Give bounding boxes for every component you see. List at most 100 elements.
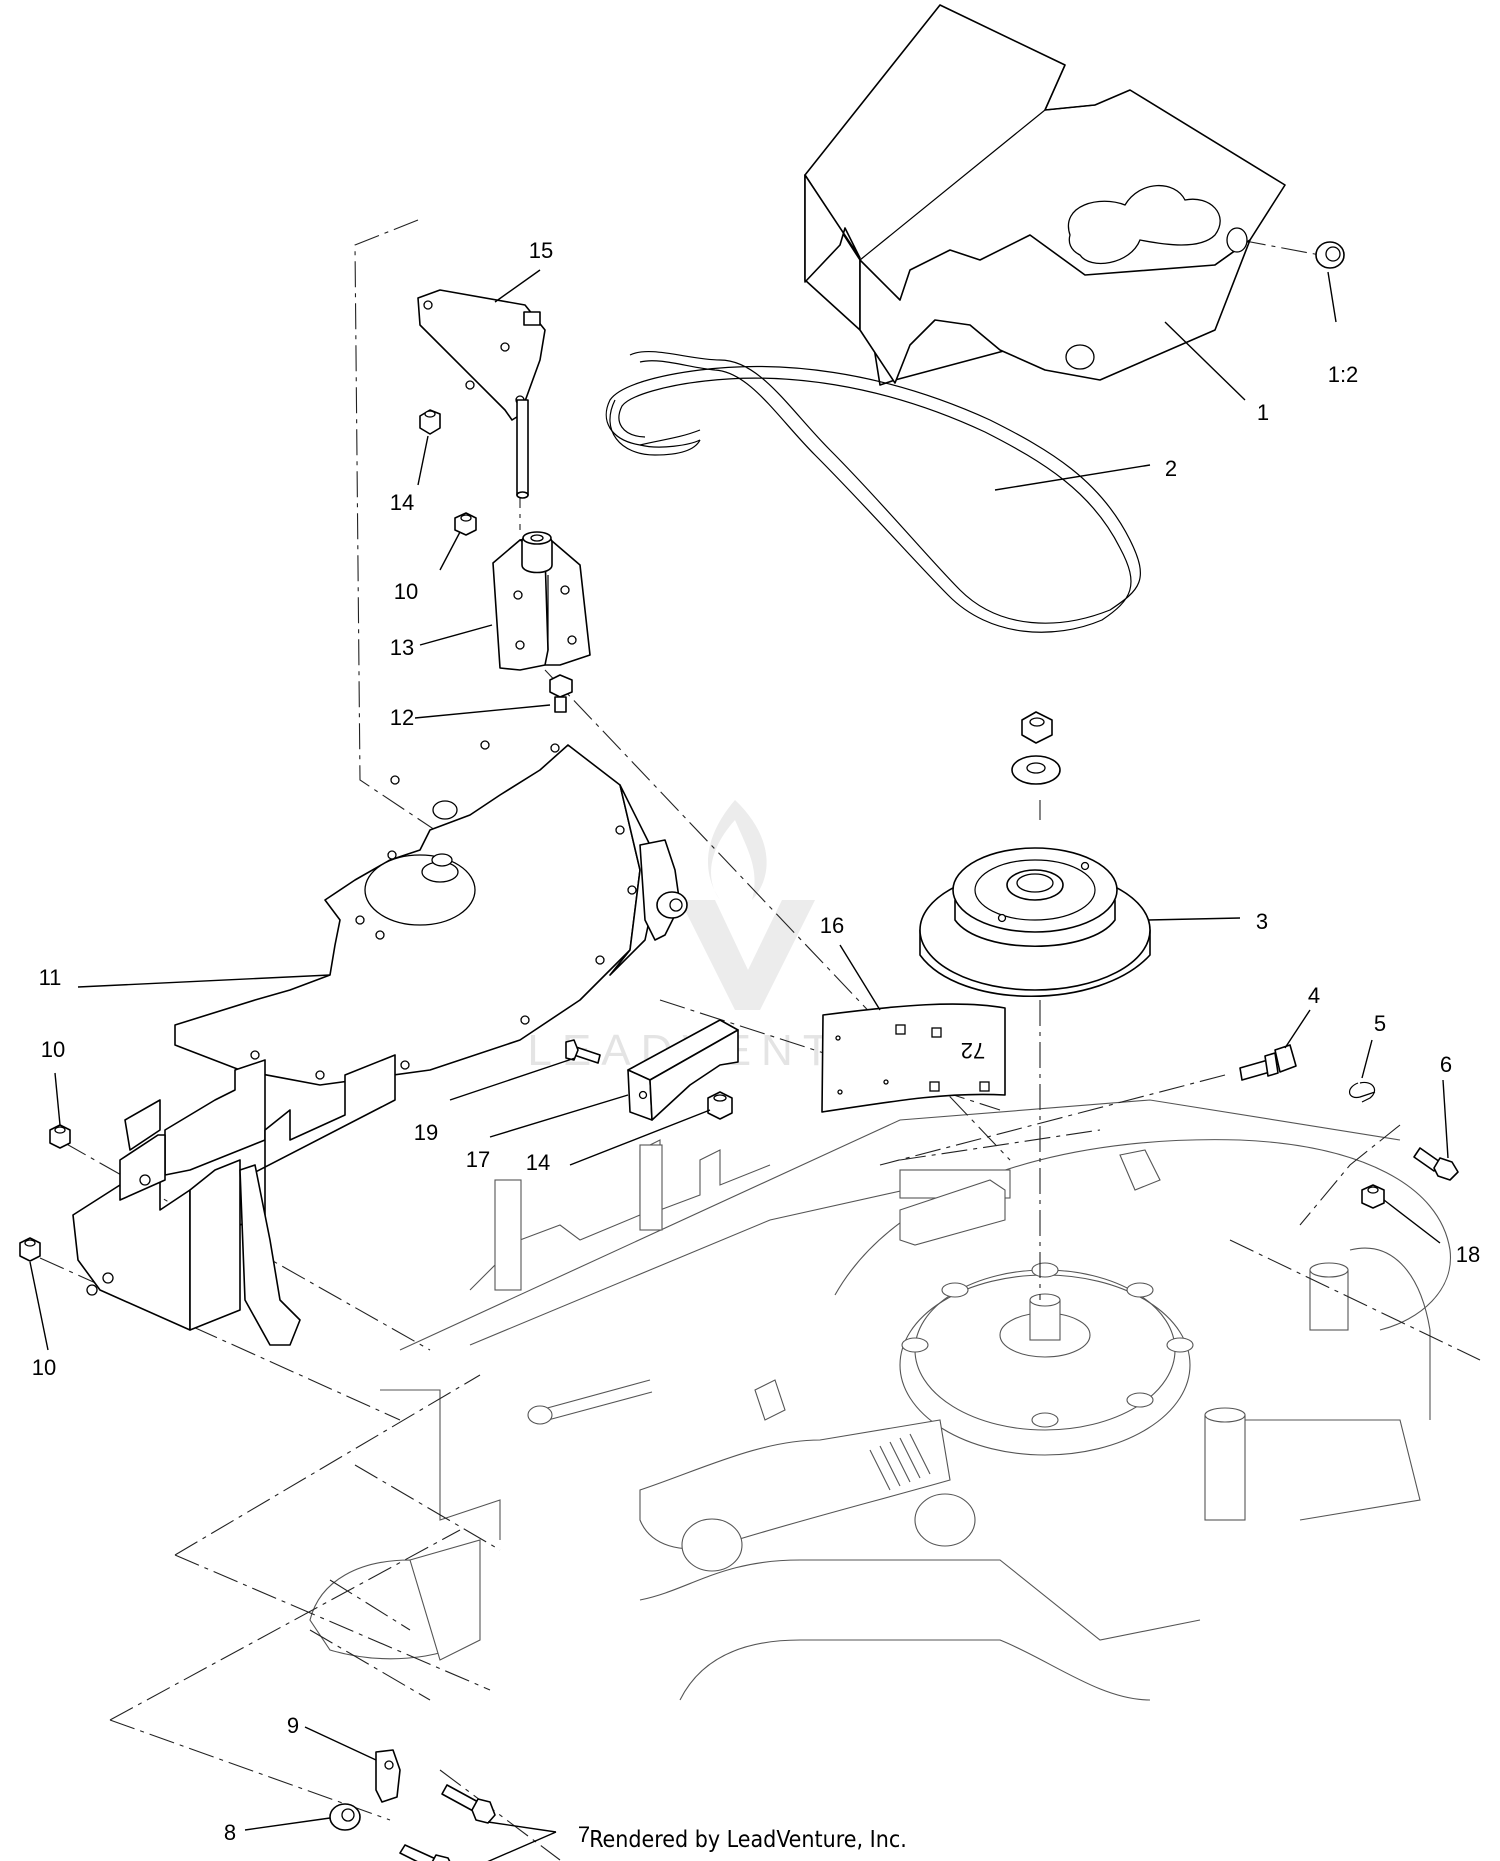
part-10-nut-upper: [454, 512, 477, 536]
leader-2: [994, 464, 1151, 491]
leader-14a: [417, 435, 429, 486]
nut-18-bore: [1367, 1186, 1379, 1194]
cover-nut-bore: [1325, 246, 1341, 262]
part-15-idler-plate: [417, 289, 546, 499]
leader-8: [244, 1817, 331, 1831]
deck-link-nut: [527, 1405, 553, 1425]
decal-dot-b: [837, 1089, 843, 1095]
bolt-7-lower-head: [431, 1854, 451, 1861]
leader-9: [304, 1726, 377, 1761]
belt-cover-cutout: [1067, 184, 1221, 265]
clutch-mount-hole-b: [997, 913, 1007, 923]
mounting-plate-pin-b: [375, 930, 385, 940]
mounting-plate-pin-m: [250, 1050, 260, 1060]
spacer-9-body: [375, 1749, 401, 1803]
leader-16: [839, 944, 881, 1011]
callout-7: 7: [578, 1822, 590, 1847]
part-3-electric-clutch: [919, 711, 1151, 997]
decal-text: 72: [961, 1038, 985, 1063]
deck-frame-rail-lower: [469, 1189, 906, 1346]
bracket-17-side: [649, 1029, 739, 1121]
leader-11: [77, 974, 331, 988]
idler-plate-hole-a: [423, 300, 433, 310]
mounting-plate-pin-e: [480, 740, 490, 750]
callout-13: 13: [390, 635, 414, 660]
part-7-bolt-lower: [399, 1844, 451, 1861]
callout-1-2: 1:2: [1328, 362, 1359, 387]
part-10-nut-left: [49, 1124, 71, 1149]
deck-plane-outline: [109, 1374, 491, 1821]
callout-10-left: 10: [41, 1037, 65, 1062]
mounting-plate-pin-i: [595, 955, 605, 965]
bolt-4-collar: [1264, 1052, 1279, 1077]
callout-2: 2: [1165, 456, 1177, 481]
decal-dot-a: [835, 1035, 841, 1041]
bolt-19-head: [565, 1039, 579, 1061]
part-8-washer: [329, 1803, 361, 1831]
leader-7a: [487, 1821, 557, 1833]
deck-bracket-b: [639, 1144, 663, 1231]
frame-bracket-upright: [164, 1059, 266, 1176]
nut-10-lower-bore: [24, 1239, 36, 1247]
idler-plate-body: [417, 289, 546, 421]
idler-spring: [869, 1433, 931, 1491]
leader-19: [449, 1057, 576, 1101]
mounting-plate-pin-c: [355, 915, 365, 925]
part-13-idler-bracket: [492, 531, 591, 671]
spindle-bolt-f: [1031, 1412, 1059, 1428]
nut-14-upper-body: [419, 409, 441, 435]
frame-bracket-hole-c: [102, 1272, 114, 1284]
mounting-plate-pin-d: [390, 775, 400, 785]
deck-mating-bracket: [899, 1179, 1006, 1246]
belt-cover-left-skirt: [804, 174, 861, 283]
idler-bracket-boss-bore: [530, 534, 544, 542]
leader-10b: [54, 1072, 61, 1126]
spindle-bolt-g: [1031, 1262, 1059, 1278]
leader-12: [414, 704, 551, 719]
frame-bracket-gusset: [239, 1164, 301, 1346]
leader-1-2: [1327, 271, 1337, 323]
part-11-mounting-plate: [174, 740, 688, 1086]
bolt-12-shank: [554, 696, 567, 713]
callout-11: 11: [39, 965, 62, 990]
frame-bracket-back-plate: [189, 1054, 396, 1331]
hair-pin-clip: [1349, 1081, 1376, 1103]
part-4-shoulder-bolt: [1239, 1044, 1297, 1081]
callout-5: 5: [1374, 1011, 1386, 1036]
nut-14-lower-bore: [713, 1094, 727, 1102]
callout-4: 4: [1308, 983, 1320, 1008]
bolt-6-head: [1433, 1157, 1459, 1181]
spindle-shaft-top: [1029, 1293, 1061, 1307]
decal-square-b: [931, 1027, 942, 1038]
decal-sheet: [821, 1003, 1006, 1113]
mounting-plate-slot-inner: [431, 853, 453, 867]
clutch-top-nut: [1021, 711, 1053, 744]
part-19-bolt: [565, 1039, 601, 1064]
centerline-bolt-6: [1299, 1124, 1401, 1226]
mounting-plate-pin-k: [400, 1060, 410, 1070]
deck-post-right-top: [1204, 1407, 1246, 1423]
part-14-nut-upper: [419, 409, 441, 435]
deck-post-far: [1309, 1269, 1349, 1331]
clutch-mount-hole-a: [1080, 861, 1090, 871]
deck-clip-right: [1119, 1149, 1161, 1191]
callout-8: 8: [224, 1820, 236, 1845]
bolt-6-shank: [1413, 1147, 1441, 1172]
clutch-bore: [1016, 873, 1054, 893]
spindle-bolt-e: [1126, 1392, 1154, 1408]
leader-6: [1442, 1079, 1449, 1159]
deck-clip-left: [754, 1379, 786, 1421]
bracket-17-hole: [638, 1090, 648, 1100]
part-1-2-cover-nut: [1315, 241, 1345, 269]
idler-bracket-hole-a: [513, 590, 523, 600]
deck-rear-edge: [399, 1099, 1401, 1351]
leader-14b: [569, 1109, 711, 1166]
drive-belt-inner: [618, 360, 1132, 633]
frame-bracket-hole-b: [86, 1284, 98, 1296]
deck-post-far-top: [1309, 1262, 1349, 1278]
bolt-4-head: [1274, 1044, 1297, 1073]
idler-plate-stud: [523, 311, 541, 326]
nut-14-upper-bore: [424, 410, 436, 418]
drive-belt-loop: [609, 399, 701, 456]
